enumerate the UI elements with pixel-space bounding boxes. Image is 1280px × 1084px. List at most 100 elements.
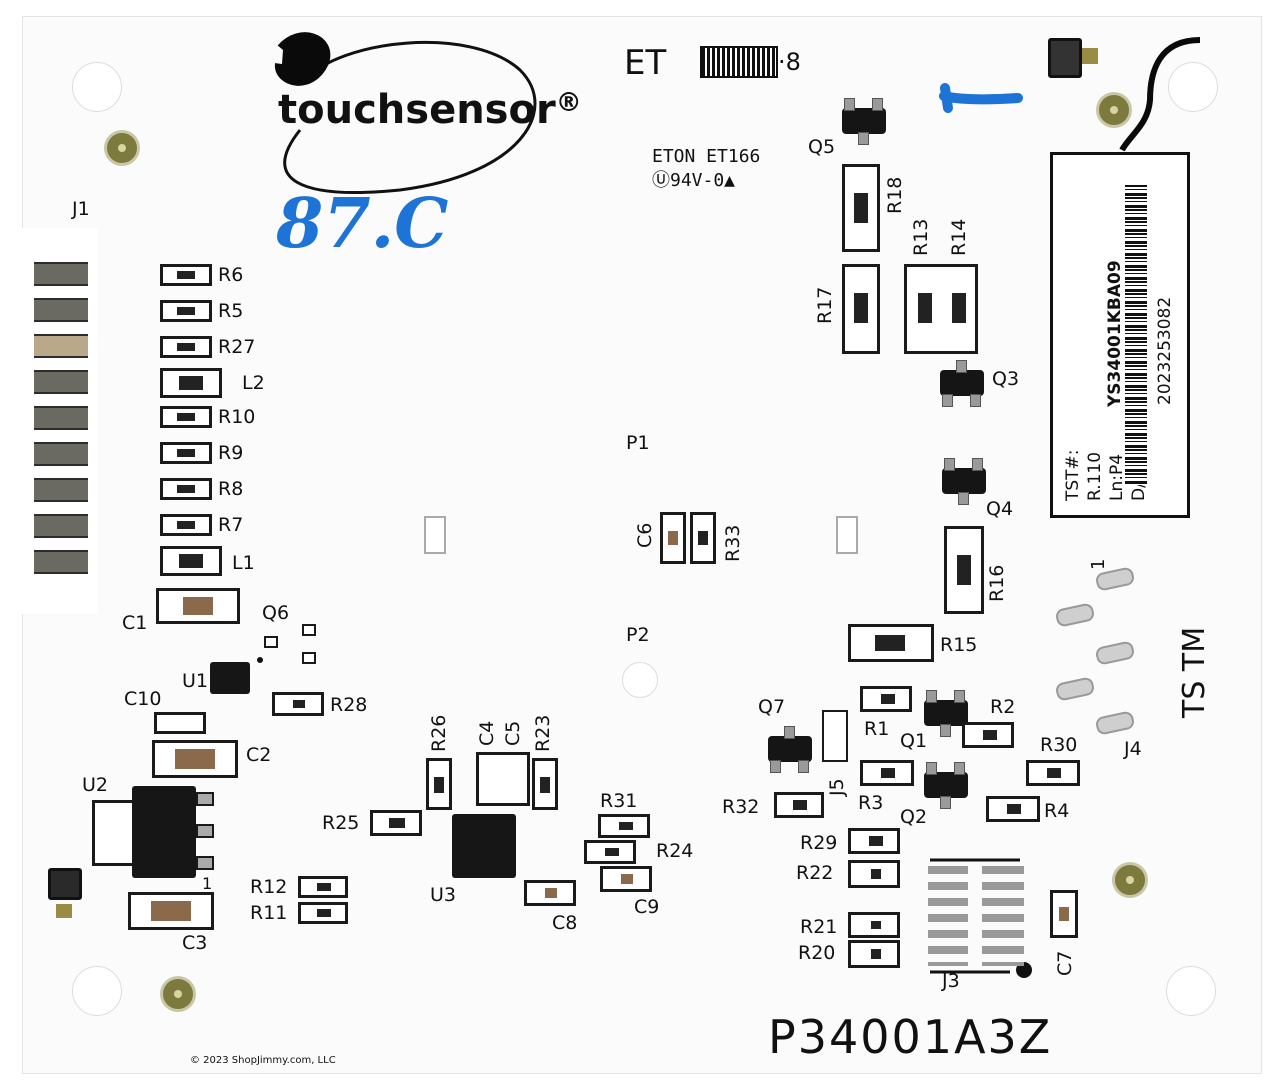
j1-pin (34, 298, 88, 322)
via-hole (622, 662, 658, 698)
ref-r16: R16 (986, 564, 1008, 602)
sticker-date-code: 2023253082 (1155, 296, 1175, 405)
ref-c7: C7 (1054, 950, 1076, 976)
blue-marker-tick (940, 83, 953, 113)
pad-square (1048, 38, 1082, 78)
resistor-r8 (160, 478, 212, 500)
copyright: © 2023 ShopJimmy.com, LLC (190, 1055, 336, 1066)
transistor-q2 (924, 762, 968, 809)
j1-pin (34, 442, 88, 466)
ref-l1: L1 (232, 552, 255, 574)
j1-pin (34, 550, 88, 574)
resistor-r24 (584, 840, 636, 864)
mount-hole (72, 62, 122, 112)
et-code-suffix: ·8 (778, 48, 801, 76)
resistor-r27 (160, 336, 212, 358)
mount-hole (1168, 62, 1218, 112)
chip-u3 (452, 814, 516, 878)
ref-j1: J1 (72, 198, 90, 220)
et-mark: ET (624, 43, 667, 83)
ref-r2: R2 (990, 696, 1016, 718)
mount-pad (104, 130, 140, 166)
resistor-r7 (160, 514, 212, 536)
j1-pin (34, 514, 88, 538)
ref-q7: Q7 (758, 696, 786, 718)
transistor-q5 (842, 98, 886, 145)
resistor-r15 (848, 624, 934, 662)
j1-pin (34, 370, 88, 394)
capacitor-c4-c5 (476, 752, 530, 806)
et-code-box (700, 46, 778, 78)
handwritten-code: 87.C (276, 184, 449, 264)
capacitor-c2 (152, 740, 238, 778)
ul-mark: Ⓤ94V-0▲ (652, 170, 736, 191)
sticker-barcode (1125, 185, 1147, 485)
mount-hole (1166, 966, 1216, 1016)
board-slot (836, 516, 858, 554)
resistor-r32 (774, 792, 824, 818)
ref-c3: C3 (182, 932, 208, 954)
ref-l2: L2 (242, 372, 265, 394)
ref-r17: R17 (814, 286, 836, 324)
resistor-r6 (160, 264, 212, 286)
pad-gold-square (1082, 48, 1098, 64)
transistor-q1 (924, 690, 968, 737)
ref-r3: R3 (858, 792, 884, 814)
resistor-r22 (848, 860, 900, 888)
ref-r29: R29 (800, 832, 838, 854)
eton-mark: ETON ET166 (652, 146, 761, 167)
q6-pad (264, 636, 278, 648)
resistor-r17 (842, 264, 880, 354)
resistor-r1 (860, 686, 912, 712)
ref-r5: R5 (218, 300, 244, 322)
ref-r31: R31 (600, 790, 638, 812)
resistor-r20 (848, 940, 900, 968)
resistor-r18 (842, 164, 880, 252)
ref-r10: R10 (218, 406, 256, 428)
ref-c8: C8 (552, 912, 578, 934)
ref-r7: R7 (218, 514, 244, 536)
resistor-r11 (298, 902, 348, 924)
resistor-r31 (598, 814, 650, 838)
j1-pin (34, 478, 88, 502)
ref-r9: R9 (218, 442, 244, 464)
resistor-r26 (426, 758, 452, 810)
capacitor-c9 (600, 866, 652, 892)
resistor-r4 (986, 796, 1040, 822)
j3-pin1-dot (1016, 962, 1032, 978)
resistor-r29 (848, 828, 900, 854)
capacitor-c1 (156, 588, 240, 624)
capacitor-c7 (1050, 890, 1078, 938)
inductor-l1 (160, 546, 222, 576)
u2-pin (196, 792, 214, 806)
ref-r12: R12 (250, 876, 288, 898)
q6-pad (302, 652, 316, 664)
pad-square (48, 868, 82, 900)
ref-q5: Q5 (808, 136, 836, 158)
ref-c1: C1 (122, 612, 148, 634)
j1-pin (34, 406, 88, 430)
ref-q2: Q2 (900, 806, 928, 828)
ref-r25: R25 (322, 812, 360, 834)
sticker-tst: TST#: (1063, 449, 1083, 501)
transistor-q7 (768, 726, 812, 773)
ref-r14: R14 (948, 218, 970, 256)
sticker-line: Ln:P4 (1107, 453, 1127, 501)
resistor-r3 (860, 760, 914, 786)
ref-r32: R32 (722, 796, 760, 818)
sticker-rev: R.110 (1085, 451, 1105, 501)
capacitor-c8 (524, 880, 576, 906)
u1-dot (257, 657, 263, 663)
j3-gap (968, 866, 982, 966)
ref-c5: C5 (502, 720, 524, 746)
black-marker-line (1119, 37, 1201, 152)
ref-r1: R1 (864, 718, 890, 740)
mount-pad (1096, 92, 1132, 128)
ref-q3: Q3 (992, 368, 1020, 390)
board-slot (424, 516, 446, 554)
ref-r20: R20 (798, 942, 836, 964)
inductor-l2 (160, 368, 222, 398)
mount-pad (160, 976, 196, 1012)
capacitor-c3 (128, 892, 214, 930)
